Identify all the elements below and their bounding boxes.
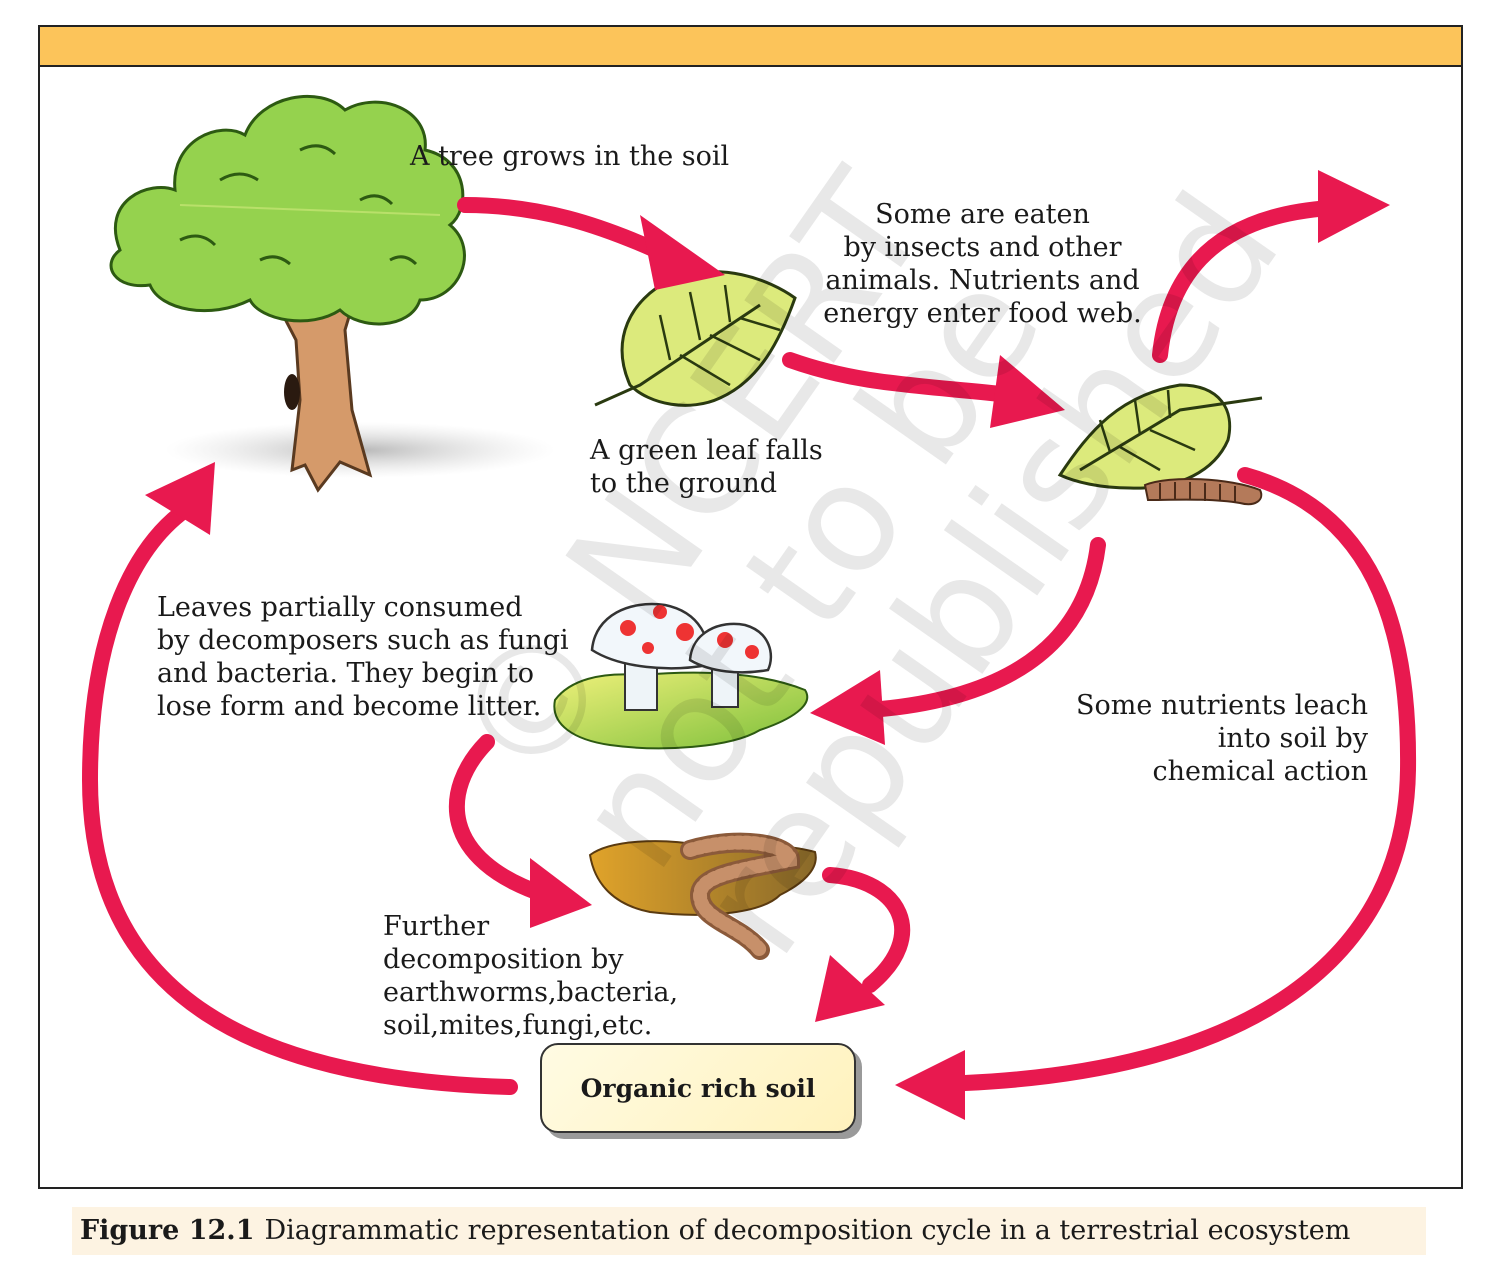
earthworm-illustration (588, 832, 817, 960)
label-tree-grows: A tree grows in the soil (410, 141, 730, 172)
eaten-leaf-illustration (1057, 383, 1263, 506)
label-further-decomposition: Further decomposition by earthworms,bact… (383, 911, 679, 1041)
tree-illustration (109, 94, 555, 493)
arrow-soil-to-tree (81, 502, 518, 1095)
arrow-heads (145, 170, 1390, 1120)
label-leaf-falls: A green leaf falls to the ground (590, 435, 823, 499)
arrow-tree-to-leaf (457, 197, 668, 260)
arrow-eaten-to-decomposers (862, 537, 1106, 718)
figure-caption: Figure 12.1 Diagrammatic representation o… (72, 1207, 1426, 1255)
label-eaten-food-web: Some are eaten by insects and other anim… (823, 199, 1142, 329)
soil-box-label: Organic rich soil (580, 1073, 816, 1103)
header-band (40, 27, 1461, 67)
caption-text: Diagrammatic representation of decomposi… (264, 1215, 1351, 1246)
organic-rich-soil-box: Organic rich soil (540, 1043, 856, 1133)
arrow-leach-to-soil (957, 467, 1417, 1091)
figure-number: Figure 12.1 (80, 1215, 255, 1246)
label-nutrients-leach: Some nutrients leach into soil by chemic… (1076, 690, 1368, 787)
falling-leaf-illustration (594, 270, 797, 407)
arrow-earthworm-to-soil (822, 867, 910, 993)
arrow-leaf-to-eaten (782, 352, 1018, 403)
cycle-arrows (81, 197, 1417, 1095)
arrow-decomposers-to-earthworm (449, 734, 553, 903)
label-decomposers: Leaves partially consumed by decomposers… (157, 592, 569, 722)
mushroom-illustration (553, 602, 809, 750)
arrow-to-food-web (1152, 200, 1338, 363)
